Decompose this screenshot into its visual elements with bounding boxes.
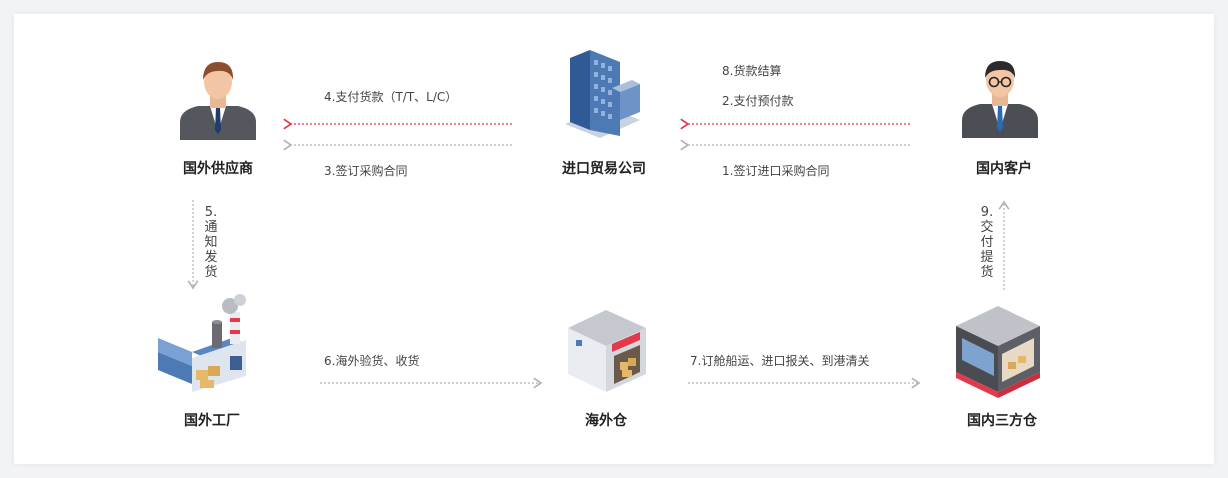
vlabel-char: 交 (980, 220, 994, 235)
overseas-warehouse-icon (568, 310, 646, 392)
supplier-person-icon (180, 62, 256, 140)
node-domestic-warehouse: 国内三方仓 (967, 413, 1037, 429)
vlabel-char: 5. (204, 205, 218, 220)
node-overseas-warehouse: 海外仓 (585, 413, 627, 429)
vlabel-char: 付 (980, 235, 994, 250)
trading-company-building-icon (565, 50, 640, 138)
vlabel-char: 提 (980, 250, 994, 265)
edge-label-book-ship: 7.订舱船运、进口报关、到港清关 (690, 354, 870, 368)
vlabel-char: 9. (980, 205, 994, 220)
edge-label-settle-goods: 8.货款结算 (722, 64, 782, 78)
edge-label-overseas-inspect: 6.海外验货、收货 (324, 354, 420, 368)
customer-person-icon (962, 61, 1038, 138)
edge-label-sign-purchase: 3.签订采购合同 (324, 164, 408, 178)
vlabel-char: 发 (204, 250, 218, 265)
node-foreign-supplier: 国外供应商 (183, 161, 253, 177)
vlabel-char: 货 (980, 265, 994, 280)
edge-label-pay-goods: 4.支付货款（T/T、L/C） (324, 90, 458, 104)
node-domestic-customer: 国内客户 (976, 161, 1032, 177)
domestic-warehouse-icon (956, 306, 1040, 398)
edge-label-sign-import: 1.签订进口采购合同 (722, 164, 830, 178)
edge-label-pay-advance: 2.支付预付款 (722, 94, 794, 108)
edge-label-notify-ship: 5. 通 知 发 货 (203, 205, 219, 280)
vlabel-char: 知 (204, 235, 218, 250)
node-trading-company: 进口贸易公司 (562, 161, 646, 177)
vlabel-char: 通 (204, 220, 218, 235)
factory-icon (158, 294, 246, 392)
vlabel-char: 货 (204, 265, 218, 280)
node-foreign-factory: 国外工厂 (184, 413, 240, 429)
edge-label-deliver-pickup: 9. 交 付 提 货 (979, 205, 995, 280)
